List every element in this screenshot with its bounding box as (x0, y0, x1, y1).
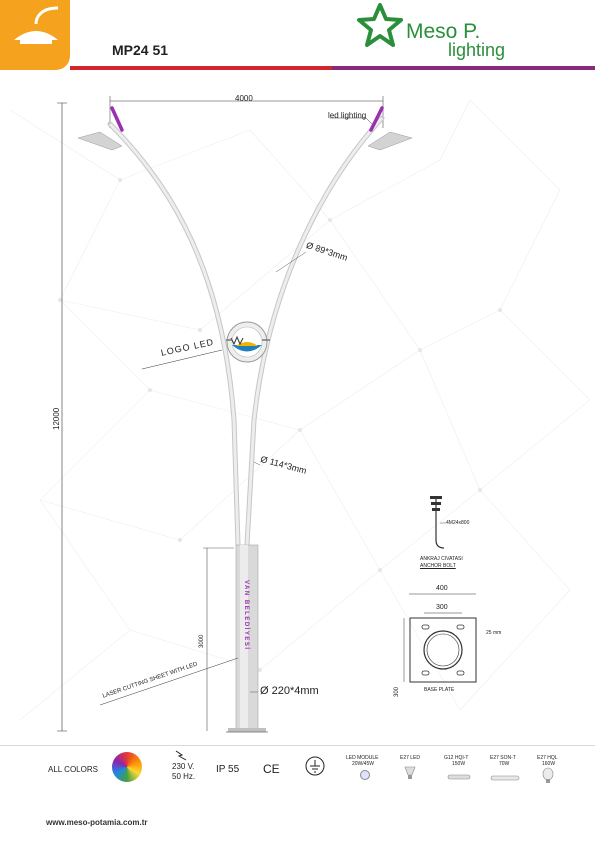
base-diameter-label: Ø 220*4mm (260, 685, 319, 697)
hql-bulb-icon (542, 767, 554, 783)
g12-power: 150W (452, 761, 466, 767)
ce-mark: CE (263, 762, 280, 776)
color-wheel-icon (112, 752, 142, 782)
model-code: MP24 51 (112, 42, 169, 58)
led-module-power: 20W/45W (352, 761, 374, 767)
anchor-bolt-en: ANCHOR BOLT (420, 563, 456, 569)
hql-power: 160W (542, 761, 556, 767)
header-line-red (70, 66, 332, 70)
brand-name: Meso P. (406, 20, 481, 43)
led-module-label: LED MODULE (346, 755, 379, 761)
e27-led-bulb-icon (404, 766, 416, 779)
hql-label: E27 HQL (537, 755, 558, 761)
all-colors-label: ALL COLORS (48, 765, 98, 774)
plate-thickness-label: 25 mm (486, 630, 502, 636)
son-t-label: E27 SON-T (490, 755, 516, 761)
brand-star-icon (357, 3, 403, 47)
ip-rating: IP 55 (216, 764, 240, 775)
hole-spacing-label: 300 (436, 604, 448, 611)
website-url[interactable]: www.meso-potamia.com.tr (46, 818, 148, 827)
son-t-power: 70W (499, 761, 510, 767)
led-lighting-label: led lighting (328, 111, 367, 120)
son-t-lamp-icon (490, 775, 520, 781)
brand-subtitle: lighting (448, 40, 506, 60)
g12-lamp-icon (447, 774, 471, 780)
plate-height-label: 300 (394, 686, 400, 697)
base-plate-label: BASE PLATE (424, 687, 455, 693)
bolt-size-label: 4M24x800 (446, 520, 470, 526)
anchor-bolt-tr: ANKRAJ CIVATASI (420, 556, 463, 562)
plate-width-label: 400 (436, 585, 448, 592)
header-line-purple (332, 66, 595, 70)
pole-laser-text: VAN BELEDİYESİ (243, 580, 249, 651)
span-dimension: 4000 (235, 94, 253, 103)
g12-label: G12 HQI-T (444, 755, 469, 761)
earth-ground-icon (305, 756, 325, 776)
pole-drawing (57, 96, 477, 733)
spec-separator (0, 745, 595, 746)
height-dimension: 12000 (52, 407, 61, 430)
e27-led-label: E27 LED (400, 755, 421, 761)
led-module-icon (360, 770, 370, 780)
street-lamp-icon (14, 6, 59, 44)
background-pattern (9, 99, 591, 721)
logo-tab (0, 0, 70, 70)
voltage-icon (175, 750, 187, 761)
laser-dimension: 3000 (199, 634, 205, 648)
voltage-label: 230 V. (172, 762, 195, 771)
frequency-label: 50 Hz. (172, 772, 196, 781)
